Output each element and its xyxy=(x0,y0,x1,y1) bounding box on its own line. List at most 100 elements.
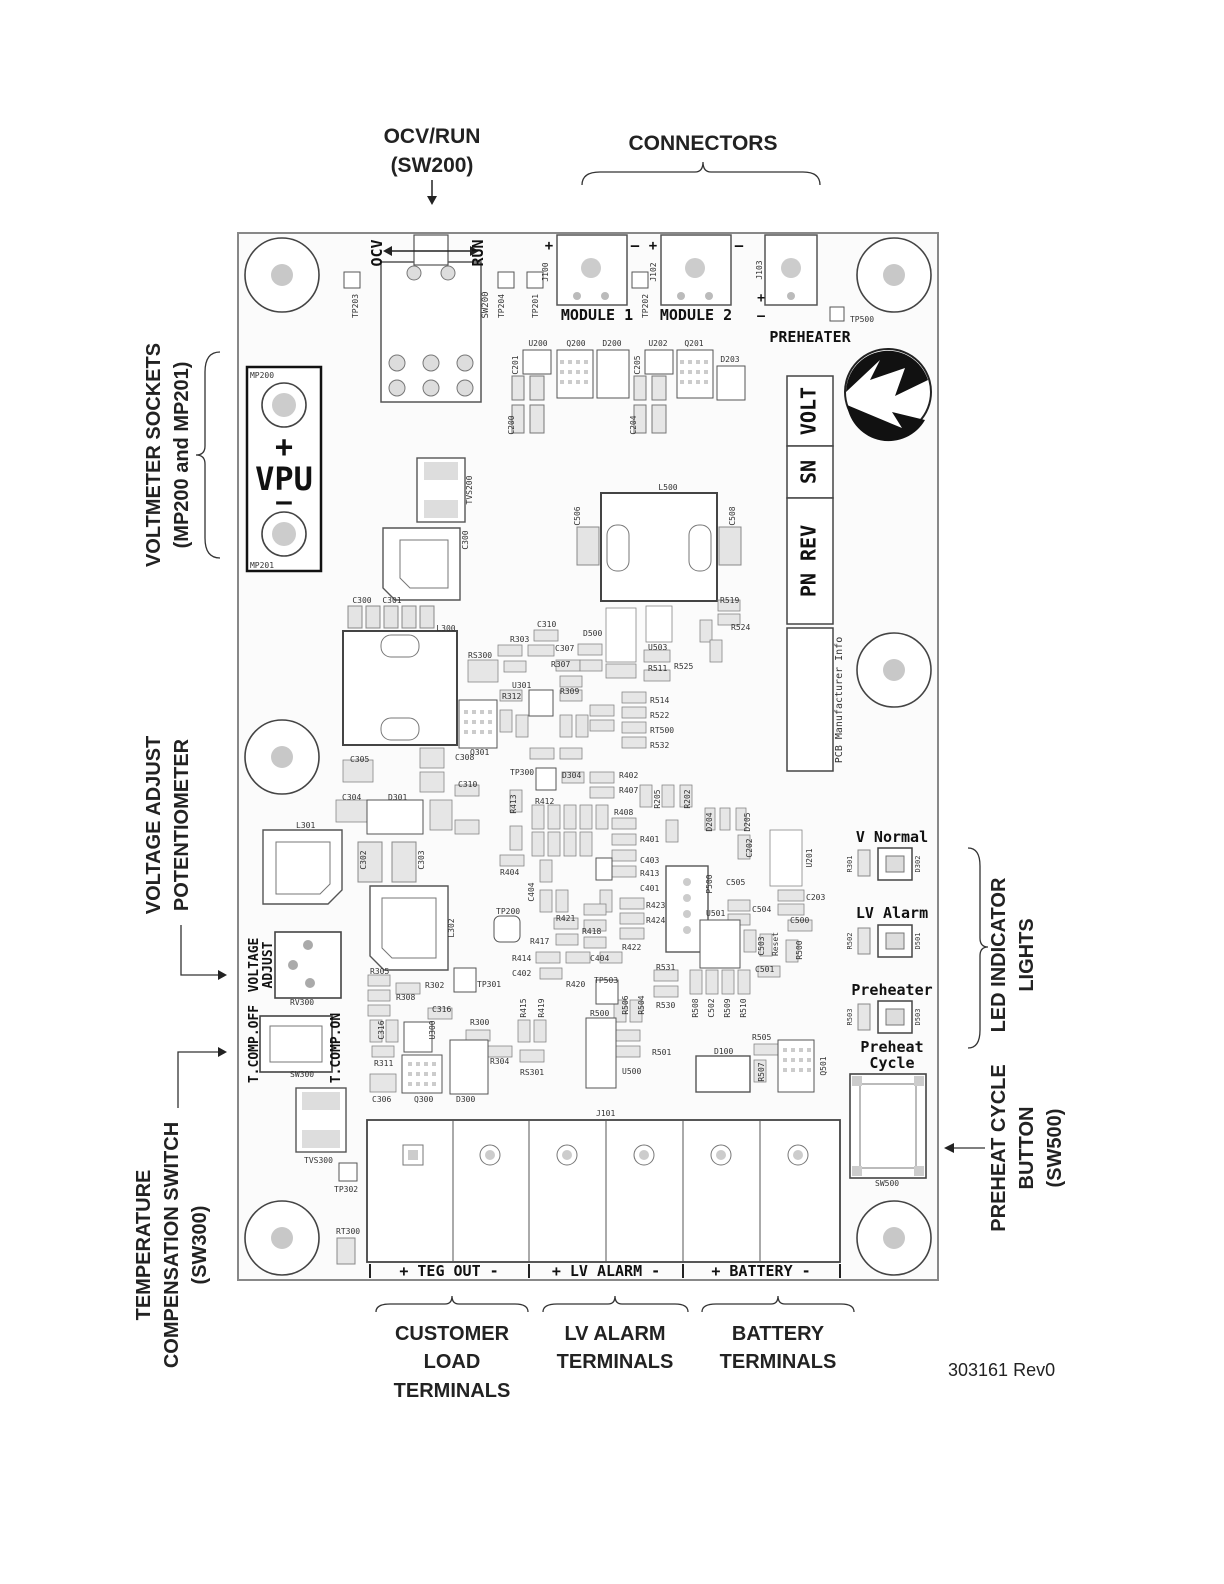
refdes-d303-label: R413 xyxy=(509,794,518,813)
refdes-r407: R407 xyxy=(619,786,638,795)
refdes-r412: R412 xyxy=(535,797,554,806)
callout-preheat-line3: (SW500) xyxy=(1044,1109,1066,1188)
refdes-c307: C307 xyxy=(555,644,574,653)
refdes-c508: C508 xyxy=(728,506,737,525)
refdes-r404: R404 xyxy=(500,868,519,877)
refdes-r300: R300 xyxy=(470,1018,489,1027)
j102-minus: – xyxy=(735,238,744,254)
brand-logo xyxy=(844,348,932,442)
refdes-r421: R421 xyxy=(556,914,575,923)
callout-customer-load: CUSTOMER LOAD TERMINALS xyxy=(375,1295,529,1402)
refdes-c205: C205 xyxy=(633,355,642,374)
refdes-r508: R508 xyxy=(691,998,700,1017)
refdes-c504: C504 xyxy=(752,905,771,914)
refdes-tp500: TP500 xyxy=(850,315,874,324)
callout-voltage-adjust-line1: VOLTAGE ADJUST xyxy=(143,736,165,915)
connector-j103: J103 + – PREHEATER xyxy=(755,234,852,346)
refdes-r506: R506 xyxy=(621,995,630,1014)
refdes-tp202: TP202 xyxy=(641,294,650,318)
refdes-u503: U503 xyxy=(648,643,667,652)
refdes-r532: R532 xyxy=(650,741,669,750)
callout-voltmeter-line2: (MP200 and MP201) xyxy=(171,362,193,549)
refdes-tp302: TP302 xyxy=(334,1185,358,1194)
refdes-r500b: R500 xyxy=(795,940,804,959)
callout-temp-comp-line2: COMPENSATION SWITCH xyxy=(161,1122,183,1368)
callout-customer-line3: TERMINALS xyxy=(394,1380,511,1402)
refdes-l302: L302 xyxy=(447,918,456,937)
refdes-d500: D500 xyxy=(583,629,602,638)
refdes-j100: J100 xyxy=(541,262,550,281)
refdes-c304: C304 xyxy=(342,793,361,802)
callout-temp-comp-line1: TEMPERATURE xyxy=(133,1170,155,1321)
refdes-r402: R402 xyxy=(619,771,638,780)
refdes-r510: R510 xyxy=(739,998,748,1017)
refdes-r422: R422 xyxy=(622,943,641,952)
refdes-r503: R503 xyxy=(846,1009,854,1026)
label-boxes: VOLT SN PN REV PCB Manufacturer Info xyxy=(786,375,845,772)
refdes-r415: R415 xyxy=(519,998,528,1017)
refdes-r302: R302 xyxy=(425,981,444,990)
refdes-c302: C302 xyxy=(359,850,368,869)
refdes-u201: U201 xyxy=(805,848,814,867)
refdes-q201: Q201 xyxy=(684,339,703,348)
refdes-r307: R307 xyxy=(551,660,570,669)
switch-sw200: OCV RUN SW200 xyxy=(368,234,491,403)
connector-j102: + – J102 MODULE 2 xyxy=(649,234,744,324)
refdes-r519: R519 xyxy=(720,596,739,605)
refdes-c409-label: C404 xyxy=(527,882,536,901)
connector-j100: + – J100 MODULE 1 xyxy=(541,234,640,324)
callout-battery: BATTERY TERMINALS xyxy=(701,1295,855,1373)
refdes-d503: D503 xyxy=(914,1009,922,1026)
j100-minus: – xyxy=(631,238,640,254)
refdes-d204: D204 xyxy=(705,812,714,831)
callout-preheat-line1: PREHEAT CYCLE xyxy=(988,1064,1010,1231)
refdes-r525: R525 xyxy=(674,662,693,671)
refdes-u202: U202 xyxy=(648,339,667,348)
callout-lv-alarm-line2: TERMINALS xyxy=(557,1351,674,1373)
refdes-q200: Q200 xyxy=(566,339,585,348)
refdes-r205: R205 xyxy=(653,789,662,808)
refdes-rt500: RT500 xyxy=(650,726,674,735)
silk-preheater-led: Preheater xyxy=(851,981,932,999)
refdes-d205: D205 xyxy=(743,812,752,831)
j102-plus: + xyxy=(649,238,657,254)
silk-run: RUN xyxy=(469,239,487,266)
refdes-r514: R514 xyxy=(650,696,669,705)
power-cluster-200: U200 Q200 D200 C201 C200 xyxy=(507,339,630,435)
refdes-r303: R303 xyxy=(510,635,529,644)
refdes-c201: C201 xyxy=(511,355,520,374)
refdes-c204: C204 xyxy=(629,415,638,434)
callout-temp-comp-line3: (SW300) xyxy=(189,1206,211,1285)
refdes-c502: C502 xyxy=(707,998,716,1017)
power-cluster-201: U202 Q201 D203 C205 C204 xyxy=(629,339,746,435)
j103-plus: + xyxy=(757,291,765,306)
refdes-r304: R304 xyxy=(490,1057,509,1066)
refdes-r418: R418 xyxy=(582,927,601,936)
refdes-c403: C403 xyxy=(640,856,659,865)
refdes-r507: R507 xyxy=(757,1062,766,1081)
callout-led-line1: LED INDICATOR xyxy=(988,877,1010,1032)
refdes-sw300: SW300 xyxy=(290,1070,314,1079)
document-number: 303161 Rev0 xyxy=(948,1360,1056,1380)
refdes-c316b: C316 xyxy=(377,1020,386,1039)
refdes-c503: C503 xyxy=(757,936,766,955)
refdes-r504: R504 xyxy=(637,995,646,1014)
silk-vpu-plus: + xyxy=(275,430,293,465)
silk-vpu: VPU xyxy=(255,460,313,498)
callout-voltmeter-line1: VOLTMETER SOCKETS xyxy=(143,343,165,567)
refdes-r417: R417 xyxy=(530,937,549,946)
refdes-c306: C306 xyxy=(372,1095,391,1104)
refdes-tp204: TP204 xyxy=(497,294,506,318)
refdes-c200: C200 xyxy=(507,415,516,434)
silk-cycle: Cycle xyxy=(869,1054,914,1072)
refdes-u200: U200 xyxy=(528,339,547,348)
callout-battery-line1: BATTERY xyxy=(732,1323,825,1345)
refdes-d301: D301 xyxy=(388,793,407,802)
refdes-c404: C404 xyxy=(590,954,609,963)
callout-battery-line2: TERMINALS xyxy=(720,1351,837,1373)
j100-plus: + xyxy=(545,238,553,254)
silk-lv-alarm-term: + LV ALARM - xyxy=(552,1262,660,1280)
refdes-sw200: SW200 xyxy=(481,291,491,318)
refdes-q300: Q300 xyxy=(414,1095,433,1104)
callout-lv-alarm-line1: LV ALARM xyxy=(564,1323,665,1345)
